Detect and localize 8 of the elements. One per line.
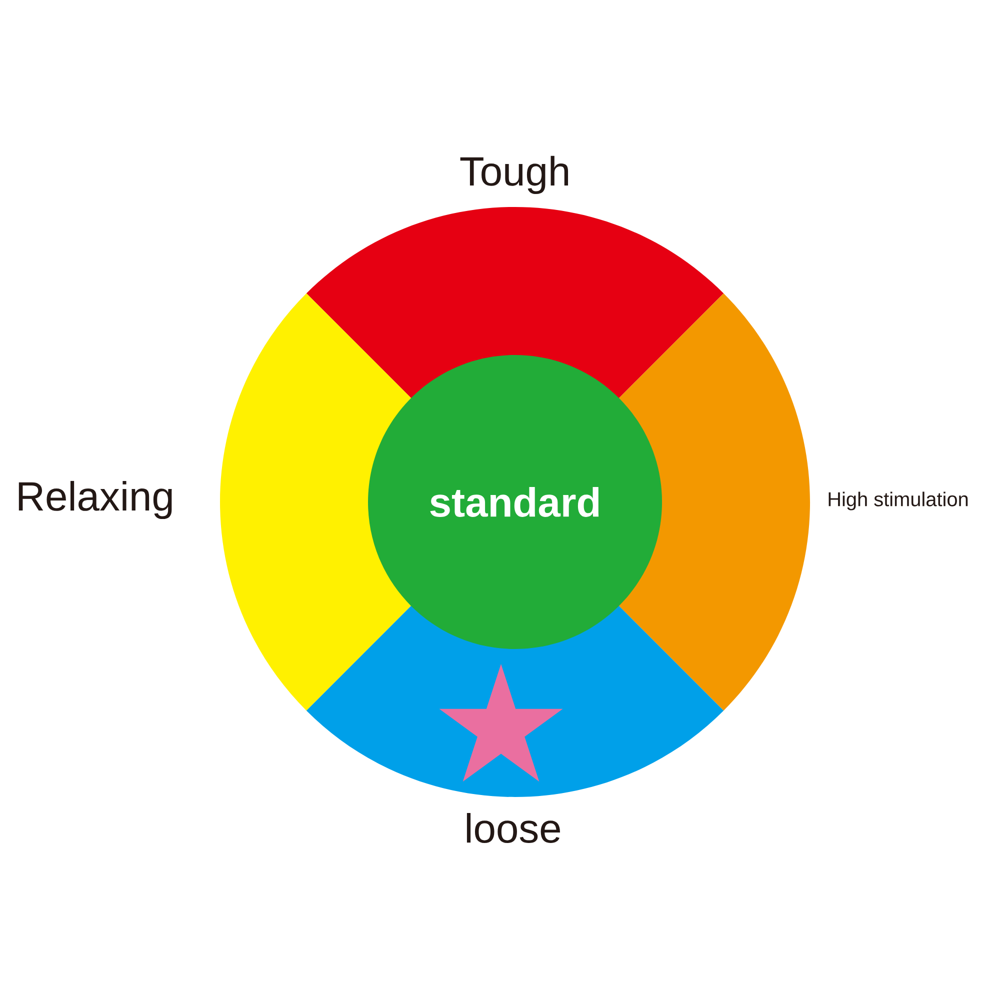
segment-label: Relaxing <box>18 480 172 520</box>
segment-label: loose <box>466 813 560 843</box>
segment-label: Tough <box>460 156 568 194</box>
ring-segment <box>616 293 810 711</box>
ring-segment <box>306 206 724 400</box>
ring-segment <box>220 293 414 711</box>
segment-label: High stimulation <box>828 492 968 510</box>
ring-segment <box>306 604 724 797</box>
